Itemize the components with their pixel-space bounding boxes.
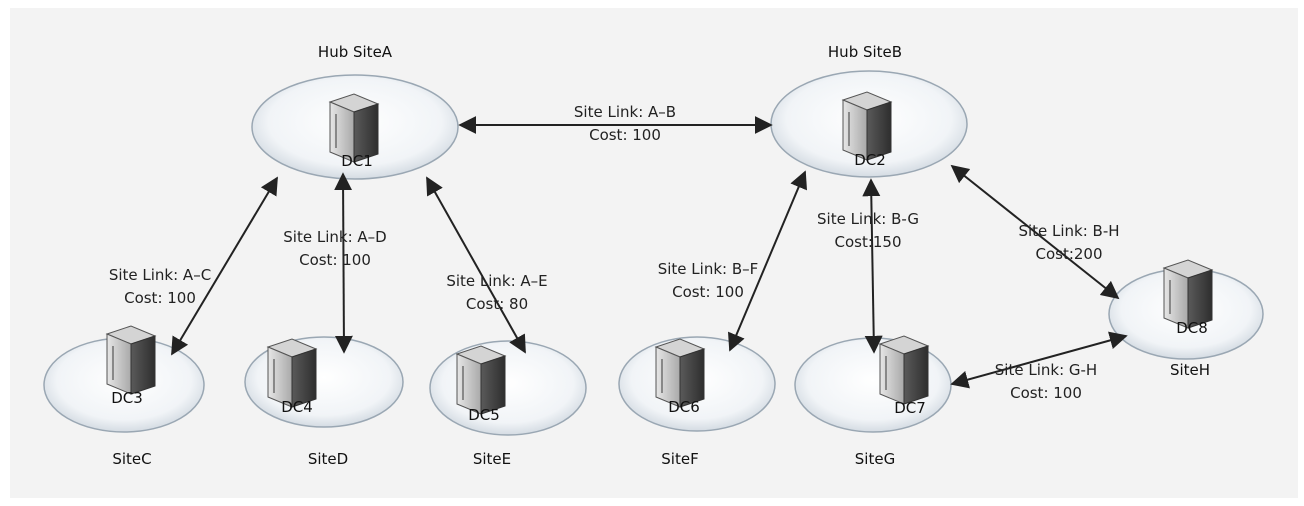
site-link-arrow-gh — [950, 331, 1128, 389]
server-icon — [455, 345, 507, 415]
server-icon — [328, 93, 380, 163]
site-link-cost-ae: Cost: 80 — [466, 295, 528, 313]
site-link-label-bh: Site Link: B-H — [1018, 222, 1119, 240]
server-icon — [266, 338, 318, 408]
site-link-label-ae: Site Link: A–E — [446, 272, 547, 290]
site-link-arrow-bh — [950, 164, 1120, 300]
site-link-label-bg: Site Link: B-G — [817, 210, 919, 228]
site-link-cost-bg: Cost:150 — [834, 233, 901, 251]
server-icon — [878, 335, 930, 405]
site-link-label-ac: Site Link: A–C — [109, 266, 211, 284]
server-icon — [654, 338, 706, 408]
site-link-arrow-ac — [171, 176, 278, 356]
site-name-h: SiteH — [1170, 361, 1210, 379]
dc-label-h: DC8 — [1176, 319, 1208, 337]
site-link-cost-gh: Cost: 100 — [1010, 384, 1082, 402]
site-link-arrow-bf — [727, 170, 808, 352]
site-ellipse-e — [429, 340, 587, 436]
site-name-e: SiteE — [473, 450, 511, 468]
site-link-label-gh: Site Link: G-H — [995, 361, 1097, 379]
server-icon — [105, 325, 157, 395]
site-link-cost-bh: Cost:200 — [1035, 245, 1102, 263]
dc-label-f: DC6 — [668, 398, 700, 416]
site-name-b: Hub SiteB — [828, 43, 902, 61]
site-link-cost-ad: Cost: 100 — [299, 251, 371, 269]
site-name-f: SiteF — [661, 450, 698, 468]
site-link-cost-ac: Cost: 100 — [124, 289, 196, 307]
server-icon — [1162, 259, 1214, 329]
dc-label-d: DC4 — [281, 398, 313, 416]
site-name-d: SiteD — [308, 450, 348, 468]
site-link-cost-ab: Cost: 100 — [589, 126, 661, 144]
site-name-c: SiteC — [112, 450, 151, 468]
site-link-arrow-ad — [334, 172, 353, 354]
dc-label-b: DC2 — [854, 151, 886, 169]
dc-label-c: DC3 — [111, 389, 143, 407]
site-link-arrow-ae — [426, 176, 526, 354]
dc-label-a: DC1 — [341, 152, 373, 170]
site-link-label-bf: Site Link: B–F — [658, 260, 759, 278]
site-link-arrow-bg — [862, 178, 883, 354]
site-name-a: Hub SiteA — [318, 43, 393, 61]
site-link-label-ab: Site Link: A–B — [574, 103, 676, 121]
site-link-cost-bf: Cost: 100 — [672, 283, 744, 301]
site-name-g: SiteG — [855, 450, 895, 468]
dc-label-g: DC7 — [894, 399, 926, 417]
site-link-label-ad: Site Link: A–D — [283, 228, 386, 246]
server-icon — [841, 91, 893, 161]
dc-label-e: DC5 — [468, 406, 500, 424]
